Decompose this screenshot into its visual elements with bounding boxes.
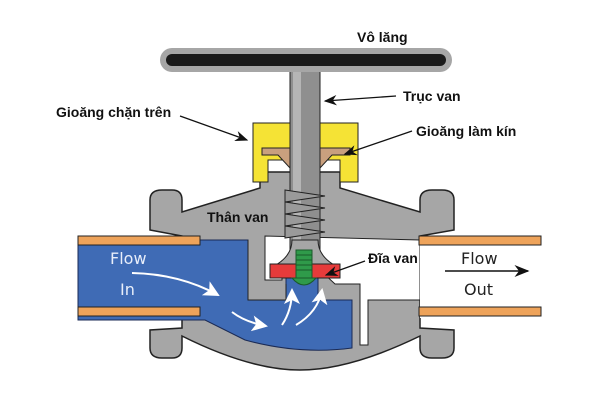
flow-arrows: [131, 272, 328, 332]
label-upper-gasket: Gioăng chặn trên: [56, 104, 171, 120]
flow-in-label-1: Flow: [110, 249, 147, 268]
inlet-pipe-bottom: [77, 306, 201, 317]
stem-thread: [284, 189, 326, 239]
label-handwheel: Vô lăng: [357, 29, 408, 45]
label-stem: Trục van: [403, 88, 461, 104]
flow-out-label-1: Flow: [461, 249, 498, 268]
inlet-pipe-top: [77, 235, 201, 246]
outlet-pipe-top: [418, 235, 542, 246]
label-body: Thân van: [207, 209, 268, 225]
flow-in-label-2: In: [120, 280, 135, 299]
label-disc: Đĩa van: [368, 250, 418, 266]
outlet-pipe-bottom: [418, 306, 542, 317]
label-sealing-gasket: Gioăng làm kín: [416, 123, 516, 139]
leader-lines: [179, 94, 413, 276]
flow-out-label-2: Out: [464, 280, 493, 299]
